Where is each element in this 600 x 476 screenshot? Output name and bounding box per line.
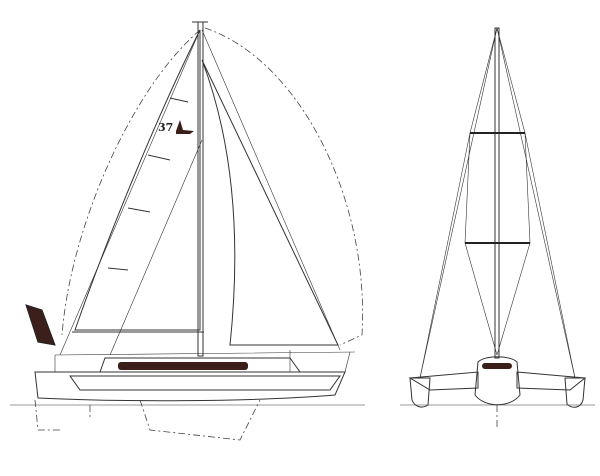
front-beams [408, 371, 587, 391]
sail-number: 37 [158, 121, 173, 134]
side-view: 37 [10, 21, 365, 441]
shroud [109, 139, 203, 356]
wind-vane [25, 304, 56, 346]
front-view [400, 27, 595, 430]
front-floats [409, 377, 586, 408]
keel-outline [34, 399, 261, 441]
front-cabin-window [482, 363, 512, 369]
main-hull [34, 371, 346, 402]
class-logo [176, 120, 194, 134]
forestay [201, 29, 341, 351]
float-hull [69, 375, 341, 391]
cabin-window [118, 362, 248, 370]
front-rigging [419, 27, 576, 379]
spinnaker-outline [204, 27, 364, 346]
cabin [99, 357, 301, 373]
front-main-hull [474, 356, 521, 406]
battens [107, 97, 189, 271]
front-mast [494, 27, 500, 359]
genoa-outline [61, 29, 201, 336]
mainsail [74, 29, 201, 331]
jib [201, 59, 339, 346]
lifelines [54, 350, 356, 373]
backstay [59, 29, 201, 356]
